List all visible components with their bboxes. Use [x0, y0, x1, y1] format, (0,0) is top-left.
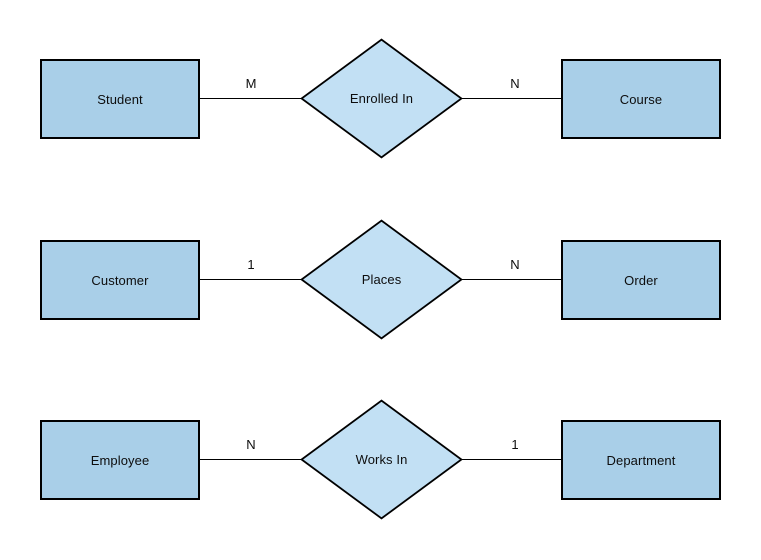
- entity-label: Order: [624, 272, 658, 288]
- relationship-diamond[interactable]: Places: [300, 219, 463, 340]
- entity-box-left[interactable]: Student: [40, 59, 200, 139]
- er-relationship-row: Employee N Works In 1 Department: [0, 380, 761, 540]
- er-relationship-row: Student M Enrolled In N Course: [0, 19, 761, 179]
- entity-label: Employee: [90, 452, 150, 468]
- diamond-shape-icon: [300, 38, 463, 159]
- entity-box-right[interactable]: Order: [561, 240, 721, 320]
- relationship-diamond[interactable]: Enrolled In: [300, 38, 463, 159]
- cardinality-label-right: 1: [511, 437, 519, 452]
- connector-line-right: [462, 459, 562, 460]
- er-relationship-row: Customer 1 Places N Order: [0, 200, 761, 360]
- relationship-diamond[interactable]: Works In: [300, 399, 463, 520]
- entity-box-right[interactable]: Course: [561, 59, 721, 139]
- connector-line-left: [200, 279, 301, 280]
- cardinality-label-left: N: [246, 437, 256, 452]
- entity-label: Customer: [91, 272, 149, 288]
- entity-box-left[interactable]: Customer: [40, 240, 200, 320]
- entity-box-right[interactable]: Department: [561, 420, 721, 500]
- diamond-shape-icon: [300, 219, 463, 340]
- cardinality-label-right: N: [510, 257, 520, 272]
- diamond-shape-icon: [300, 399, 463, 520]
- entity-box-left[interactable]: Employee: [40, 420, 200, 500]
- connector-line-right: [462, 279, 562, 280]
- connector-line-left: [200, 98, 301, 99]
- connector-line-right: [462, 98, 562, 99]
- cardinality-label-left: M: [245, 76, 257, 91]
- connector-line-left: [200, 459, 301, 460]
- cardinality-label-left: 1: [247, 257, 255, 272]
- entity-label: Student: [97, 91, 143, 107]
- cardinality-label-right: N: [510, 76, 520, 91]
- entity-label: Department: [606, 452, 676, 468]
- entity-label: Course: [619, 91, 663, 107]
